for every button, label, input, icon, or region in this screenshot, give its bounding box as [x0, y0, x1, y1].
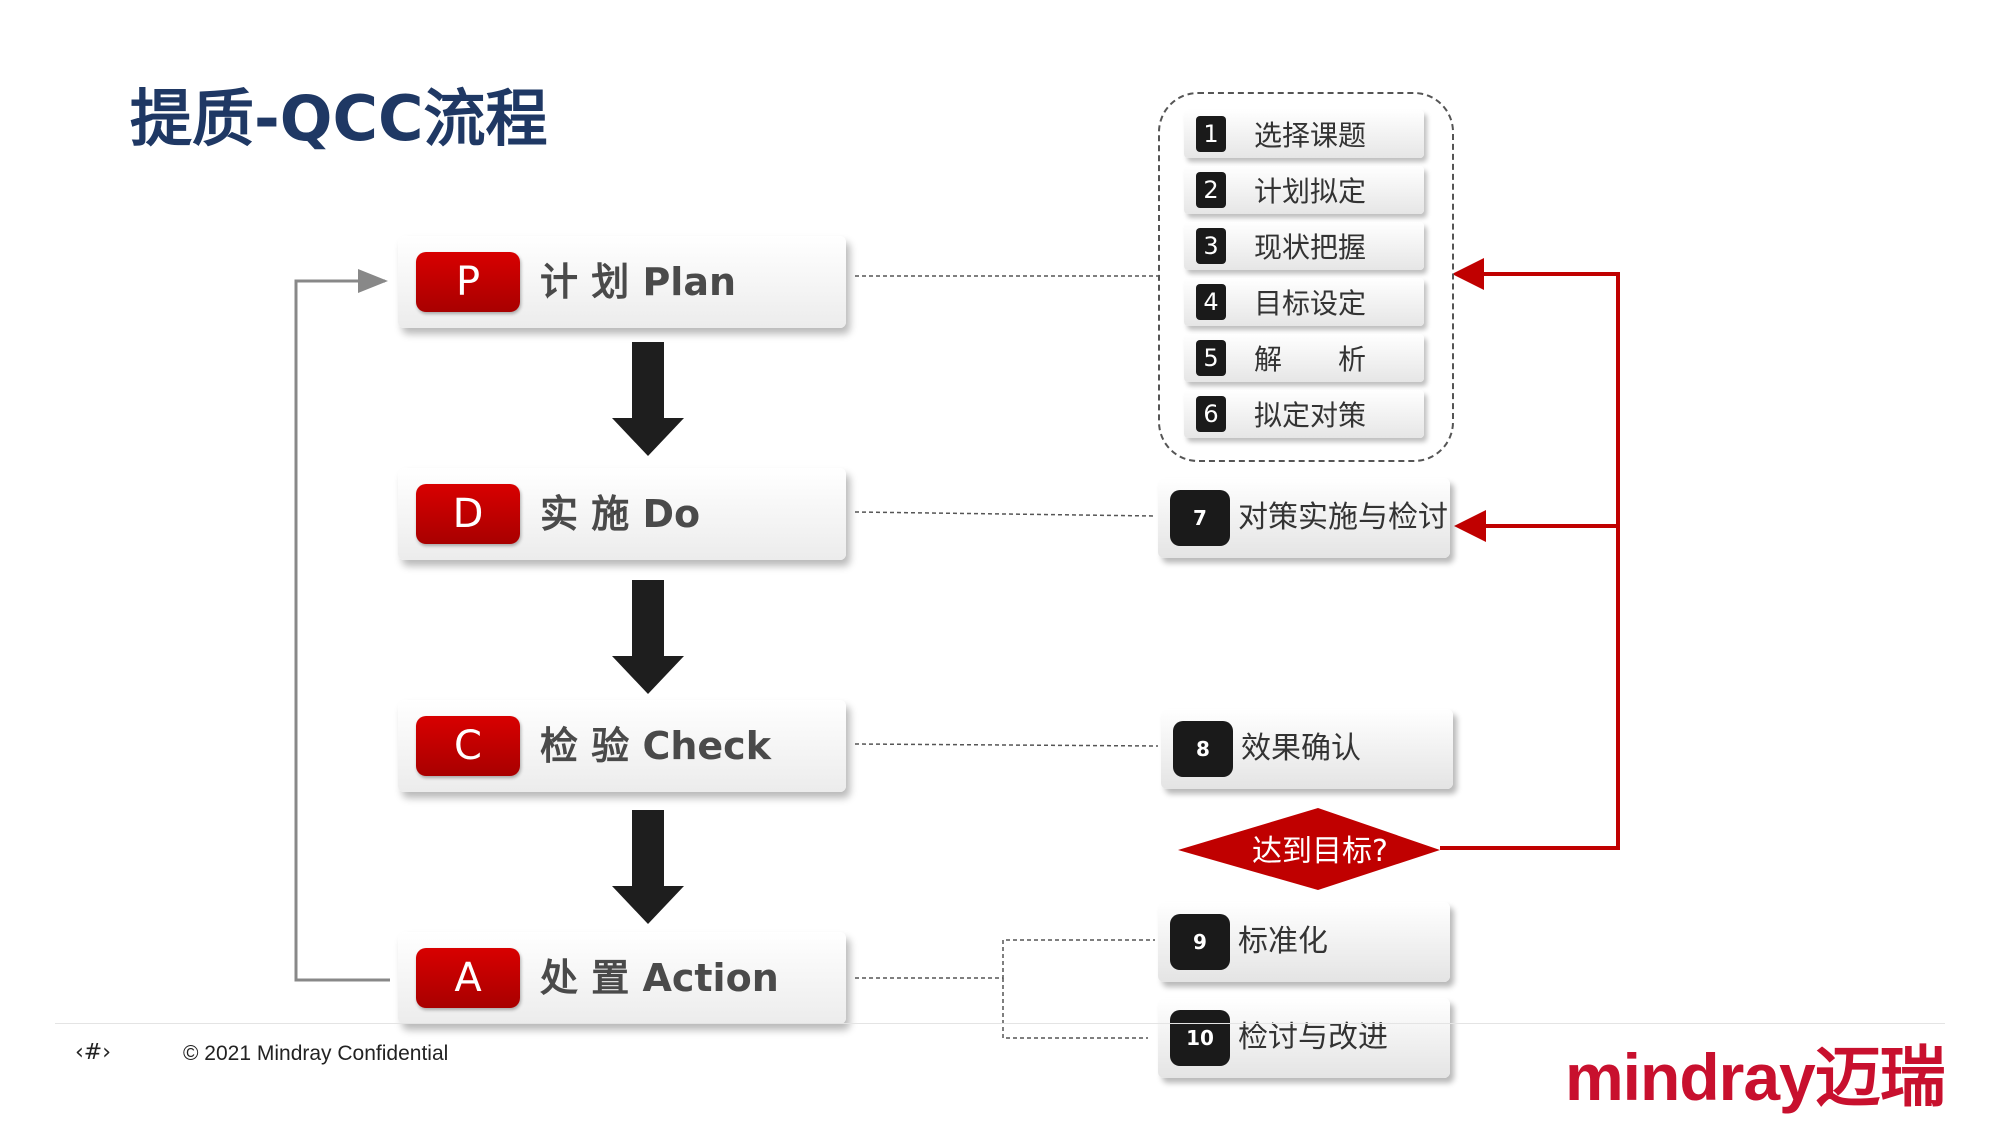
phase-badge-p: P: [416, 252, 520, 312]
plan-step-3: 3 现状把握: [1184, 222, 1424, 270]
plan-steps-group: [1158, 92, 1454, 462]
mindray-logo: mindray迈瑞: [1565, 1040, 1946, 1114]
plan-step-1: 1 选择课题: [1184, 110, 1424, 158]
red-feedback-line: [1440, 258, 1620, 850]
phase-label-action: 处 置 Action: [540, 956, 779, 1000]
plan-step-label: 现状把握: [1254, 231, 1367, 264]
plan-step-number: 5: [1196, 340, 1226, 376]
phase-badge-a: A: [416, 948, 520, 1008]
plan-step-5: 5 解 析: [1184, 334, 1424, 382]
plan-step-number: 4: [1196, 284, 1226, 320]
check-step-card: 8 效果确认: [1161, 709, 1453, 789]
decision-label: 达到目标?: [1252, 834, 1388, 869]
plan-step-label: 拟定对策: [1254, 399, 1367, 432]
plan-step-label: 计划拟定: [1254, 175, 1367, 208]
phase-plan: P 计 划 Plan: [398, 236, 846, 328]
phase-badge-d: D: [416, 484, 520, 544]
step-number: 9: [1170, 914, 1230, 970]
plan-step-label: 解 析: [1254, 343, 1367, 376]
phase-label-check: 检 验 Check: [540, 724, 771, 768]
plan-step-2: 2 计划拟定: [1184, 166, 1424, 214]
step-label: 标准化: [1238, 924, 1328, 959]
step-number: 8: [1173, 721, 1233, 777]
action-step-card-10: 10 检讨与改进: [1158, 998, 1450, 1078]
plan-step-number: 6: [1196, 396, 1226, 432]
plan-step-number: 2: [1196, 172, 1226, 208]
phase-badge-c: C: [416, 716, 520, 776]
do-step-card: 7 对策实施与检讨: [1158, 478, 1450, 558]
step-number: 10: [1170, 1010, 1230, 1066]
plan-step-number: 1: [1196, 116, 1226, 152]
phase-label-plan: 计 划 Plan: [540, 260, 737, 304]
phase-do: D 实 施 Do: [398, 468, 846, 560]
copyright-text: © 2021 Mindray Confidential: [183, 1042, 449, 1065]
plan-step-6: 6 拟定对策: [1184, 390, 1424, 438]
phase-label-do: 实 施 Do: [540, 492, 701, 536]
down-arrow-c-to-a: [612, 810, 684, 924]
plan-step-number: 3: [1196, 228, 1226, 264]
feedback-loop-line: [294, 269, 390, 982]
down-arrow-d-to-c: [612, 580, 684, 694]
plan-step-4: 4 目标设定: [1184, 278, 1424, 326]
connector-action-2: [1002, 978, 1148, 1039]
plan-step-label: 选择课题: [1254, 119, 1367, 152]
phase-check: C 检 验 Check: [398, 700, 846, 792]
step-number: 7: [1170, 490, 1230, 546]
step-label: 对策实施与检讨: [1238, 500, 1448, 535]
phase-action: A 处 置 Action: [398, 932, 846, 1024]
connector-action: [855, 939, 1155, 979]
footer-divider: [55, 1023, 1945, 1024]
down-arrow-p-to-d: [612, 342, 684, 456]
step-label: 效果确认: [1241, 731, 1361, 766]
action-step-card-9: 9 标准化: [1158, 902, 1450, 982]
plan-step-label: 目标设定: [1254, 287, 1367, 320]
connector-do: [854, 511, 1156, 517]
decision-diamond: [1178, 808, 1440, 890]
connector-check: [854, 743, 1159, 747]
step-label: 检讨与改进: [1238, 1020, 1388, 1055]
page-title: 提质-QCC流程: [130, 82, 548, 155]
page-number: ‹#›: [75, 1040, 112, 1065]
